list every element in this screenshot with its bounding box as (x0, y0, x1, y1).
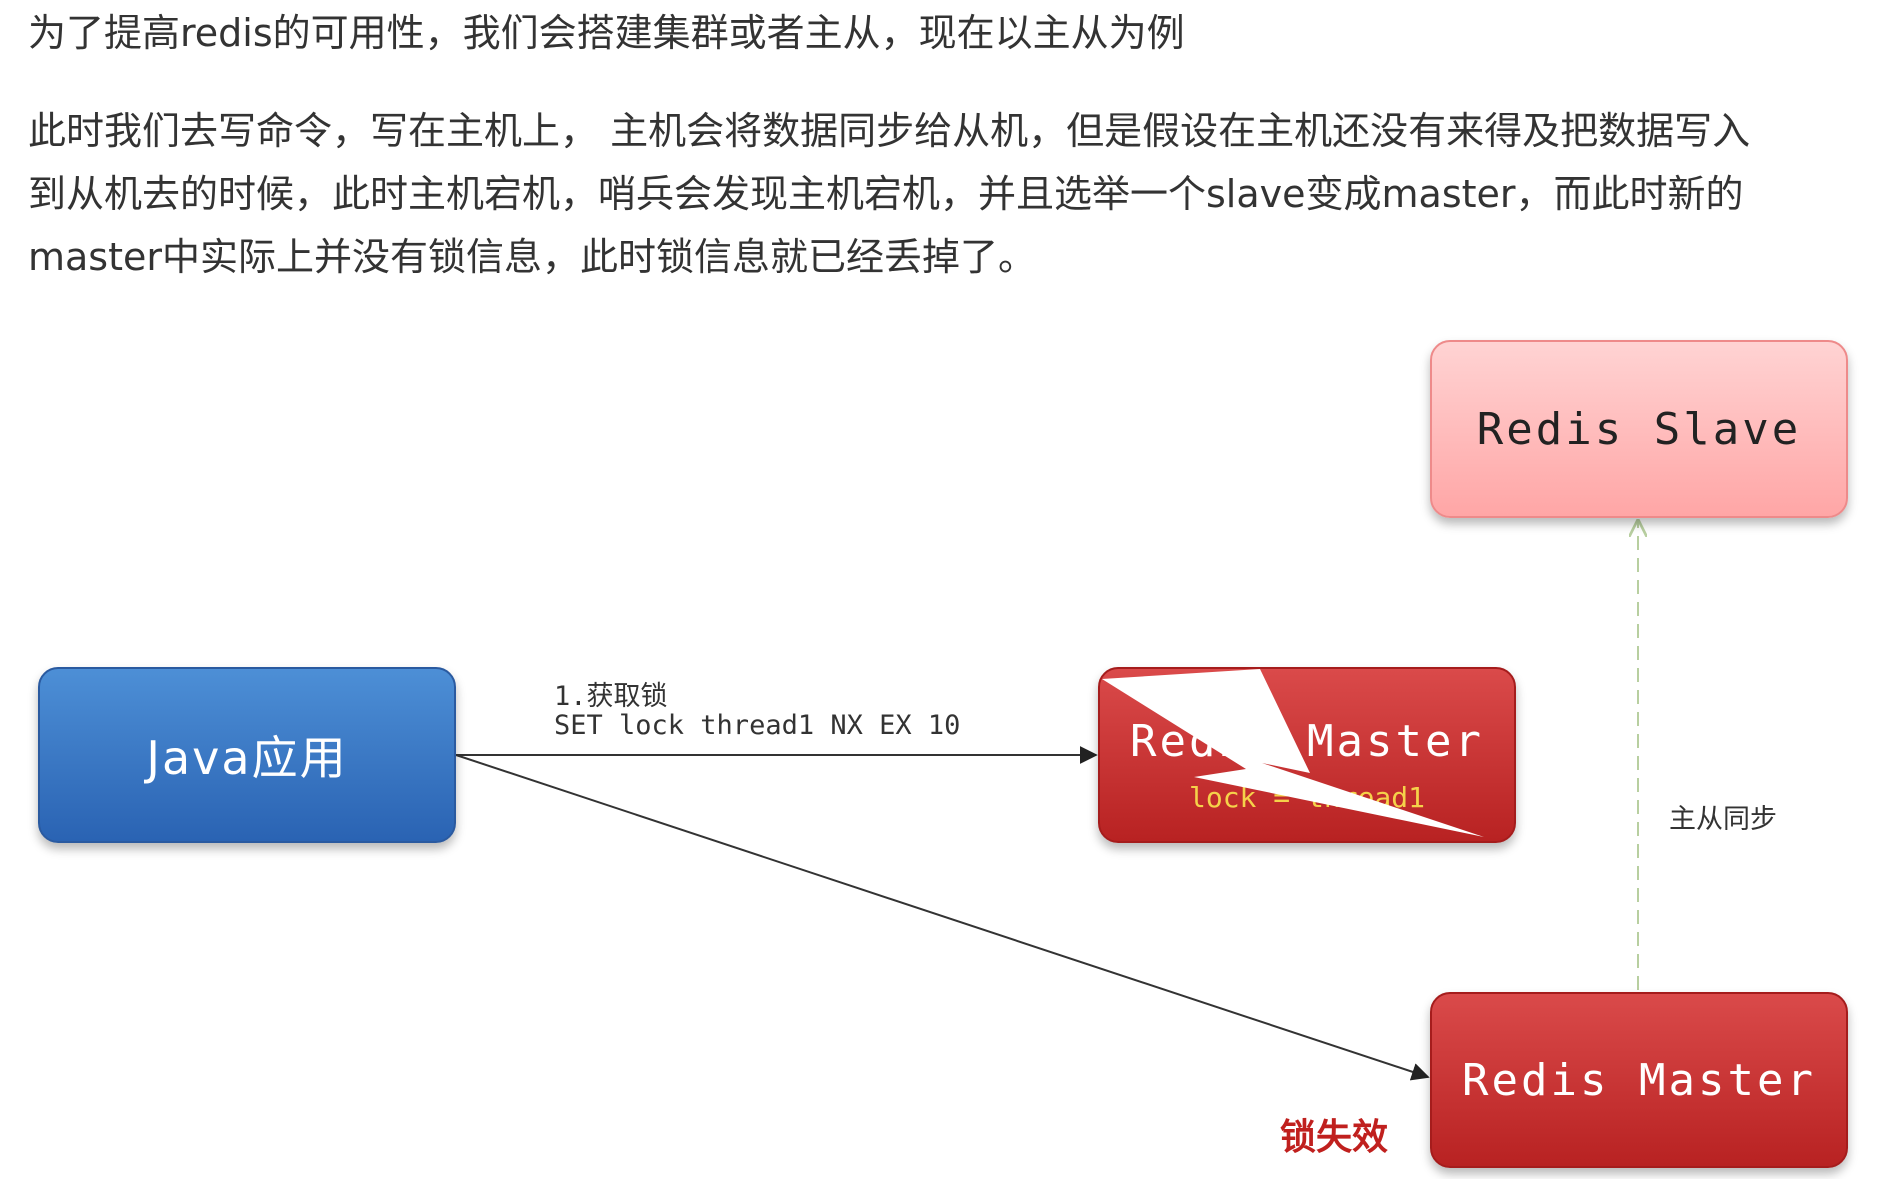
slave-label: Redis Slave (1476, 403, 1802, 455)
paragraph-line: master中实际上并没有锁信息，此时锁信息就已经丢掉了。 (28, 235, 1037, 279)
new-master-node: Redis Master (1430, 992, 1848, 1168)
old-master-node: Redis Master lock = thread1 (1098, 667, 1516, 843)
slave-node: Redis Slave (1430, 340, 1848, 518)
explanation-paragraph: 此时我们去写命令，写在主机上， 主机会将数据同步给从机，但是假设在主机还没有来得… (28, 100, 1750, 289)
java-app-node: Java应用 (38, 667, 456, 843)
step1-title: 1.获取锁 (554, 681, 668, 712)
old-master-title: Redis Master (1130, 716, 1484, 767)
intro-paragraph: 为了提高redis的可用性，我们会搭建集群或者主从，现在以主从为例 (28, 11, 1185, 55)
lock-lost-label: 锁失效 (1280, 1117, 1389, 1158)
sync-label: 主从同步 (1669, 804, 1777, 835)
new-master-label: Redis Master (1462, 1054, 1816, 1106)
paragraph-line: 此时我们去写命令，写在主机上， 主机会将数据同步给从机，但是假设在主机还没有来得… (28, 109, 1751, 153)
paragraph-line: 到从机去的时候，此时主机宕机，哨兵会发现主机宕机，并且选举一个slave变成ma… (28, 172, 1744, 216)
step1-command: SET lock thread1 NX EX 10 (554, 710, 961, 741)
lock-value: lock = thread1 (1188, 781, 1425, 814)
java-app-label: Java应用 (146, 731, 348, 785)
